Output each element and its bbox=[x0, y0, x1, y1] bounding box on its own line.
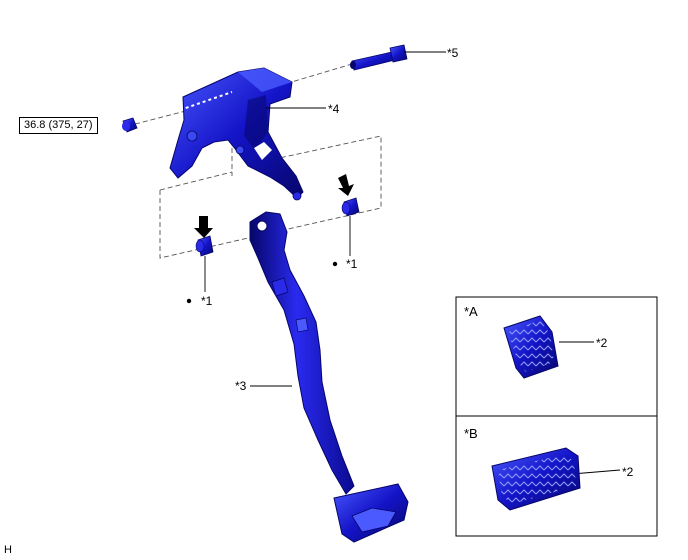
callout-bolt-label: *5 bbox=[447, 46, 459, 60]
bullet-dots bbox=[186, 261, 338, 304]
leader-lines bbox=[204, 51, 621, 475]
bracket-part bbox=[169, 67, 304, 201]
install-arrows bbox=[194, 174, 354, 238]
pad-a-part bbox=[503, 315, 559, 379]
inset-a-label: *A bbox=[464, 304, 478, 319]
nut-part bbox=[122, 117, 138, 133]
callout-bushing-left-label: *1 bbox=[201, 294, 213, 308]
callout-bushing-right-label: *1 bbox=[346, 257, 358, 271]
pad-b-part bbox=[491, 447, 581, 511]
torque-spec-box: 36.8 (375, 27) bbox=[19, 117, 98, 134]
callout-pedal-arm-label: *3 bbox=[235, 379, 247, 393]
callout-bracket-label: *4 bbox=[328, 102, 340, 116]
bolt-part bbox=[350, 44, 408, 71]
pedal-arm-part bbox=[249, 211, 409, 543]
inset-box bbox=[455, 296, 658, 537]
callout-pad-a-label: *2 bbox=[596, 336, 608, 350]
bushing-left-part bbox=[195, 235, 214, 257]
bushing-right-part bbox=[341, 197, 360, 217]
callout-pad-b-label: *2 bbox=[622, 465, 634, 479]
inset-b-label: *B bbox=[464, 426, 478, 441]
corner-code: H bbox=[4, 544, 12, 556]
